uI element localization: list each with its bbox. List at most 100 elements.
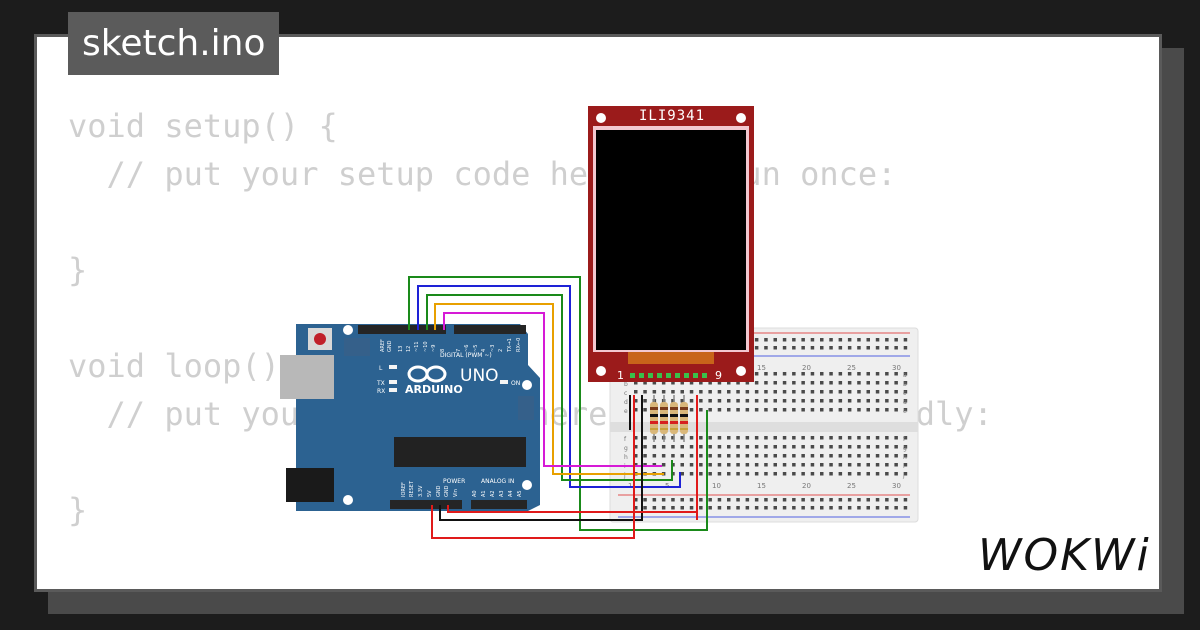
breadboard-hole[interactable] <box>643 381 647 385</box>
breadboard-hole[interactable] <box>782 454 787 458</box>
breadboard-hole[interactable] <box>829 399 833 403</box>
breadboard-hole[interactable] <box>745 472 750 476</box>
breadboard-hole[interactable] <box>847 338 852 342</box>
breadboard-hole[interactable] <box>820 408 824 412</box>
breadboard-hole[interactable] <box>782 498 787 502</box>
breadboard-hole[interactable] <box>652 390 657 394</box>
breadboard-hole[interactable] <box>754 338 759 342</box>
breadboard-hole[interactable] <box>764 472 768 476</box>
breadboard-hole[interactable] <box>810 436 815 440</box>
breadboard-hole[interactable] <box>745 390 750 394</box>
breadboard-hole[interactable] <box>894 399 898 403</box>
breadboard-hole[interactable] <box>903 472 908 476</box>
breadboard-hole[interactable] <box>829 454 833 458</box>
breadboard-hole[interactable] <box>894 463 898 467</box>
breadboard-hole[interactable] <box>838 408 843 412</box>
breadboard-hole[interactable] <box>634 399 638 403</box>
breadboard-hole[interactable] <box>829 506 833 510</box>
breadboard-hole[interactable] <box>885 463 889 467</box>
breadboard-hole[interactable] <box>727 390 731 394</box>
breadboard-hole[interactable] <box>773 445 778 449</box>
breadboard-hole[interactable] <box>885 338 889 342</box>
breadboard-hole[interactable] <box>699 390 703 394</box>
breadboard-hole[interactable] <box>801 454 805 458</box>
breadboard-hole[interactable] <box>773 408 778 412</box>
breadboard-hole[interactable] <box>773 390 778 394</box>
breadboard-hole[interactable] <box>810 372 815 376</box>
breadboard-hole[interactable] <box>717 399 722 403</box>
breadboard-hole[interactable] <box>671 454 675 458</box>
breadboard-hole[interactable] <box>829 463 833 467</box>
breadboard-hole[interactable] <box>708 381 712 385</box>
breadboard-hole[interactable] <box>866 463 871 467</box>
breadboard-hole[interactable] <box>736 381 740 385</box>
breadboard-hole[interactable] <box>652 498 657 502</box>
breadboard-hole[interactable] <box>820 338 824 342</box>
breadboard-hole[interactable] <box>671 445 675 449</box>
breadboard-hole[interactable] <box>792 399 796 403</box>
breadboard-hole[interactable] <box>699 472 703 476</box>
breadboard-hole[interactable] <box>717 463 722 467</box>
breadboard-hole[interactable] <box>773 372 778 376</box>
breadboard-hole[interactable] <box>727 445 731 449</box>
breadboard-hole[interactable] <box>829 372 833 376</box>
breadboard-hole[interactable] <box>745 381 750 385</box>
breadboard-hole[interactable] <box>643 463 647 467</box>
breadboard-hole[interactable] <box>866 381 871 385</box>
breadboard-hole[interactable] <box>754 472 759 476</box>
breadboard-hole[interactable] <box>792 390 796 394</box>
breadboard-hole[interactable] <box>680 454 685 458</box>
breadboard-hole[interactable] <box>866 472 871 476</box>
breadboard-hole[interactable] <box>857 436 861 440</box>
breadboard-hole[interactable] <box>885 498 889 502</box>
breadboard-hole[interactable] <box>820 346 824 350</box>
breadboard-hole[interactable] <box>689 408 694 412</box>
breadboard-hole[interactable] <box>773 463 778 467</box>
breadboard-hole[interactable] <box>792 338 796 342</box>
breadboard-hole[interactable] <box>699 463 703 467</box>
breadboard-hole[interactable] <box>792 436 796 440</box>
breadboard-hole[interactable] <box>857 498 861 502</box>
breadboard-hole[interactable] <box>894 445 898 449</box>
breadboard-hole[interactable] <box>792 472 796 476</box>
breadboard-hole[interactable] <box>838 381 843 385</box>
breadboard-hole[interactable] <box>801 390 805 394</box>
breadboard-hole[interactable] <box>671 390 675 394</box>
breadboard-hole[interactable] <box>643 454 647 458</box>
breadboard-hole[interactable] <box>866 390 871 394</box>
breadboard-hole[interactable] <box>717 472 722 476</box>
breadboard-hole[interactable] <box>875 454 880 458</box>
breadboard-hole[interactable] <box>736 472 740 476</box>
breadboard-hole[interactable] <box>838 463 843 467</box>
digital-header-left[interactable] <box>358 325 446 334</box>
breadboard-hole[interactable] <box>754 506 759 510</box>
breadboard-hole[interactable] <box>792 463 796 467</box>
breadboard-hole[interactable] <box>792 498 796 502</box>
breadboard-hole[interactable] <box>810 454 815 458</box>
breadboard-hole[interactable] <box>792 372 796 376</box>
breadboard-hole[interactable] <box>857 408 861 412</box>
breadboard-hole[interactable] <box>847 399 852 403</box>
breadboard-hole[interactable] <box>671 381 675 385</box>
breadboard-hole[interactable] <box>699 454 703 458</box>
breadboard-hole[interactable] <box>745 463 750 467</box>
breadboard-hole[interactable] <box>866 372 871 376</box>
breadboard-hole[interactable] <box>857 399 861 403</box>
breadboard-hole[interactable] <box>857 390 861 394</box>
breadboard-hole[interactable] <box>782 372 787 376</box>
breadboard-hole[interactable] <box>875 472 880 476</box>
breadboard-hole[interactable] <box>782 346 787 350</box>
breadboard-hole[interactable] <box>764 498 768 502</box>
breadboard-hole[interactable] <box>634 381 638 385</box>
breadboard-hole[interactable] <box>782 472 787 476</box>
breadboard-hole[interactable] <box>801 346 805 350</box>
analog-header[interactable] <box>471 500 527 509</box>
breadboard-hole[interactable] <box>689 399 694 403</box>
breadboard-hole[interactable] <box>894 408 898 412</box>
breadboard-hole[interactable] <box>699 445 703 449</box>
breadboard-hole[interactable] <box>643 436 647 440</box>
breadboard-hole[interactable] <box>782 381 787 385</box>
breadboard-hole[interactable] <box>717 381 722 385</box>
breadboard-hole[interactable] <box>885 381 889 385</box>
breadboard-hole[interactable] <box>699 436 703 440</box>
